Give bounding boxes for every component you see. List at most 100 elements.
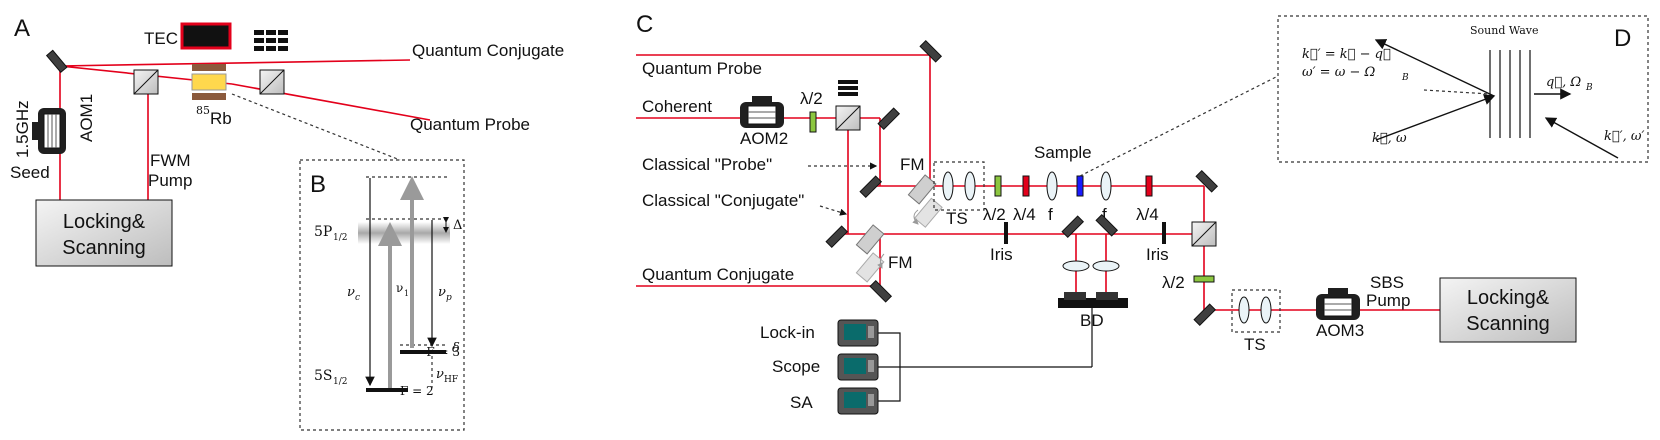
zoom-connector-ab	[231, 93, 401, 161]
iris-label-a: Iris	[990, 245, 1013, 264]
iris-label-b: Iris	[1146, 245, 1169, 264]
f-label-b: f	[1102, 205, 1107, 224]
q-sub: B	[1585, 83, 1593, 93]
seed-label: Seed	[10, 163, 50, 182]
delta-small-label: δ	[452, 341, 460, 356]
fm-top-label: FM	[900, 155, 925, 174]
upper-level-sub: 1/2	[333, 233, 347, 243]
k-in-label: k⃗, ω	[1372, 131, 1407, 146]
nu-p-sub: p	[446, 293, 452, 303]
panel-label-b: B	[310, 171, 326, 198]
fwm-pump-label-line2: Pump	[148, 171, 192, 190]
iris-icon	[1162, 222, 1166, 244]
f3-label: F = 3	[426, 345, 460, 359]
aom-icon	[1316, 288, 1360, 320]
mirror-icon	[45, 49, 68, 74]
sample-label: Sample	[1034, 143, 1092, 162]
aom-icon	[32, 108, 66, 154]
locking-label-a2: Scanning	[62, 237, 145, 259]
tec-box	[180, 22, 232, 50]
nu-c-sub: c	[355, 293, 360, 303]
lens-icon	[1046, 171, 1058, 201]
eq-k: k⃗′ = k⃗ − q⃗	[1302, 47, 1391, 62]
ts-right-label: TS	[1244, 335, 1266, 354]
k-out-label: k⃗′, ω′	[1604, 129, 1644, 144]
quantum-conjugate-label-c: Quantum Conjugate	[642, 265, 794, 284]
signal-wires	[878, 308, 1093, 402]
flip-mirror-icon	[855, 224, 885, 283]
eq-w-sub: B	[1401, 73, 1409, 83]
aom3-label: AOM3	[1316, 321, 1364, 340]
q-label: q⃗, Ω	[1546, 75, 1581, 90]
aom1-label: AOM1	[77, 94, 96, 142]
instrument-icon	[837, 387, 879, 415]
upper-level-label: 5P	[314, 224, 332, 240]
beam-splitter-icon	[1191, 221, 1217, 247]
nu-hf-label: ν	[436, 367, 444, 382]
beam-splitter-icon	[259, 69, 285, 95]
flip-mirror-icon	[907, 174, 943, 228]
panel-a-beams	[59, 59, 431, 200]
nu-1-label: ν	[396, 281, 403, 295]
fm-bottom-label: FM	[888, 253, 913, 272]
classical-conjugate-pointer	[819, 205, 848, 216]
mirror-icon	[1195, 169, 1219, 193]
aom2-label: AOM2	[740, 129, 788, 148]
lambda2-label-b: λ/2	[983, 205, 1006, 224]
lambda2-label-a: λ/2	[800, 89, 823, 108]
waveplate-icon	[994, 175, 1002, 197]
panel-d-scattering: D Sound Wave k⃗′ = k⃗ − q⃗ ω′ = ω − Ω B …	[1277, 15, 1649, 163]
panel-label-a: A	[14, 15, 30, 42]
quantum-probe-label-c: Quantum Probe	[642, 59, 762, 78]
beam-splitter-icon	[133, 69, 159, 95]
stacked-mirror-icon	[838, 80, 858, 96]
eq-w: ω′ = ω − Ω	[1302, 65, 1375, 80]
scope-label: Scope	[772, 357, 820, 376]
quantum-conjugate-label-a: Quantum Conjugate	[412, 41, 564, 60]
rb-mass-number: 85	[196, 104, 210, 117]
delta-big-label: Δ	[453, 218, 462, 233]
lens-icon	[1100, 171, 1112, 201]
sound-wave-label: Sound Wave	[1470, 24, 1539, 37]
sa-label: SA	[790, 393, 813, 412]
telescope-icon	[1231, 289, 1281, 333]
locking-scanning-box-c: Locking& Scanning	[1439, 277, 1577, 343]
waveplate-icon	[1193, 275, 1215, 283]
lens-icon	[1062, 260, 1090, 272]
locking-label-c2: Scanning	[1466, 313, 1549, 335]
telescope-icon	[933, 161, 985, 211]
locking-scanning-box-a: Locking& Scanning	[35, 199, 173, 267]
mirror-icon	[859, 175, 883, 199]
f2-label: F = 2	[400, 384, 434, 398]
fwm-pump-label-line1: FWM	[150, 151, 191, 170]
mirror-icon	[919, 39, 943, 63]
classical-probe-label: Classical "Probe"	[642, 155, 772, 174]
mirror-icon	[877, 107, 901, 131]
instrument-icon	[837, 353, 879, 381]
stacked-mirror-icon	[254, 30, 288, 51]
f-label-a: f	[1048, 205, 1053, 224]
ts-left-label: TS	[946, 209, 968, 228]
locking-label-c1: Locking&	[1467, 287, 1550, 309]
sbs-pump-label-line1: SBS	[1370, 273, 1404, 292]
lower-level-sub: 1/2	[333, 377, 347, 387]
panel-label-d: D	[1614, 25, 1631, 52]
tec-label: TEC	[144, 29, 178, 48]
sample-icon	[1076, 175, 1084, 197]
panel-b-energy-levels: B Δ 5P 1/2 5S 1/2 F = 2 F = 3 δ ν c ν 1 …	[299, 159, 465, 431]
nu-1-sub: 1	[404, 289, 409, 298]
mirror-icon	[1193, 303, 1217, 327]
mirror-icon	[1061, 215, 1085, 239]
sbs-pump-label-line2: Pump	[1366, 291, 1410, 310]
locking-label-a1: Locking&	[63, 211, 146, 233]
nu-c-label: ν	[347, 285, 355, 300]
instrument-icon	[837, 319, 879, 347]
waveplate-icon	[809, 111, 817, 133]
lock-in-label: Lock-in	[760, 323, 815, 342]
waveplate-icon	[1022, 175, 1030, 197]
rb-symbol: Rb	[210, 109, 232, 128]
aom1-freq-label: 1.5GHz	[13, 100, 32, 158]
nu-hf-sub: HF	[444, 375, 458, 385]
panel-label-c: C	[636, 11, 653, 38]
